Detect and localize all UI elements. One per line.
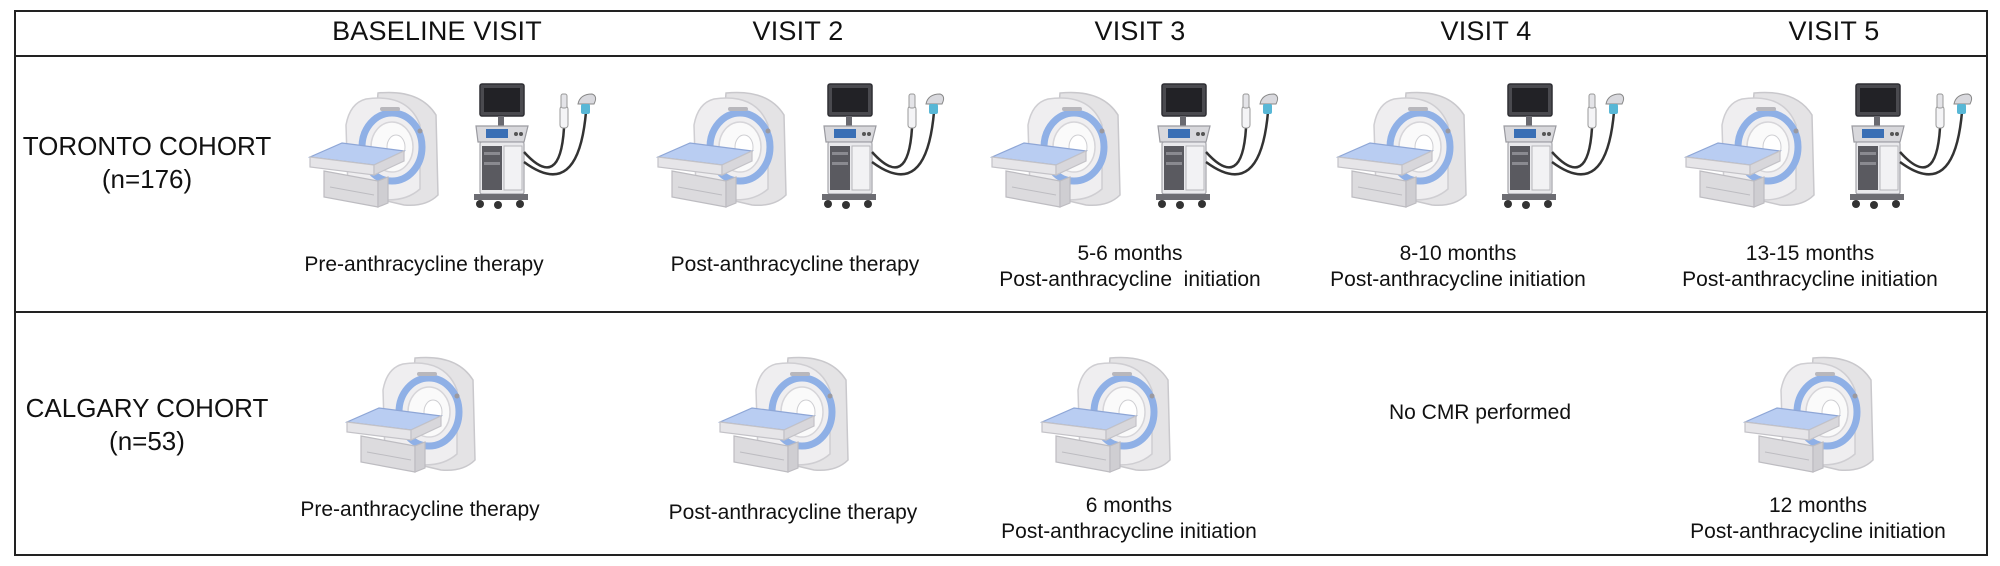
echocardiography-machine-icon xyxy=(468,82,598,217)
visit-caption: 12 months Post-anthracycline initiation xyxy=(1628,493,2000,545)
caption-timing: 8-10 months xyxy=(1399,242,1517,265)
caption-detail: Post-anthracycline initiation xyxy=(1682,268,1938,291)
visit-caption: 13-15 months Post-anthracycline initiati… xyxy=(1620,241,2000,293)
caption-detail: Post-anthracycline initiation xyxy=(1330,268,1586,291)
visit-header-5: VISIT 5 xyxy=(1788,16,1880,46)
caption-timing: 6 months xyxy=(1085,494,1173,517)
visit-caption: 6 months Post-anthracycline initiation xyxy=(939,493,1319,545)
cmr-scanner-icon xyxy=(1040,350,1190,480)
visit-header-3: VISIT 3 xyxy=(1094,16,1186,46)
visit-caption: 8-10 months Post-anthracycline initiatio… xyxy=(1268,241,1648,293)
cohort-size: (n=53) xyxy=(109,426,185,456)
echocardiography-machine-icon xyxy=(1496,82,1626,217)
cohort-label-calgary: CALGARY COHORT (n=53) xyxy=(16,392,278,458)
visit-header-2: VISIT 2 xyxy=(752,16,844,46)
echocardiography-machine-icon xyxy=(1844,82,1974,217)
cmr-scanner-icon xyxy=(1684,85,1834,215)
cohort-size: (n=176) xyxy=(101,164,193,194)
caption-detail: Post-anthracycline initiation xyxy=(999,268,1261,291)
visit-header-4: VISIT 4 xyxy=(1440,16,1532,46)
cohort-name: TORONTO COHORT xyxy=(22,131,272,161)
cohort-label-toronto: TORONTO COHORT (n=176) xyxy=(16,130,278,196)
cmr-scanner-icon xyxy=(345,350,495,480)
visit-caption: Post-anthracycline therapy xyxy=(668,501,918,524)
visit-header-1: BASELINE VISIT xyxy=(332,16,542,46)
caption-timing: 12 months xyxy=(1768,494,1868,517)
cmr-scanner-icon xyxy=(990,85,1140,215)
cmr-scanner-icon xyxy=(308,85,458,215)
visit-caption: Post-anthracycline therapy xyxy=(670,253,920,276)
study-timeline-frame xyxy=(14,10,1988,556)
cmr-scanner-icon xyxy=(1336,85,1486,215)
visit-caption: Pre-anthracycline therapy xyxy=(304,253,544,276)
no-cmr-note: No CMR performed xyxy=(1388,401,1572,424)
caption-timing: 13-15 months xyxy=(1745,242,1875,265)
cmr-scanner-icon xyxy=(718,350,868,480)
echocardiography-machine-icon xyxy=(816,82,946,217)
cohort-divider xyxy=(14,311,1988,313)
visit-caption: 5-6 months Post-anthracycline initiation xyxy=(940,241,1320,293)
caption-detail: Post-anthracycline initiation xyxy=(1001,520,1257,543)
header-divider xyxy=(14,55,1988,57)
visit-caption: Pre-anthracycline therapy xyxy=(300,498,540,521)
cmr-scanner-icon xyxy=(656,85,806,215)
caption-detail: Post-anthracycline initiation xyxy=(1690,520,1946,543)
cmr-scanner-icon xyxy=(1743,350,1893,480)
caption-timing: 5-6 months xyxy=(1077,242,1183,265)
echocardiography-machine-icon xyxy=(1150,82,1280,217)
cohort-name: CALGARY COHORT xyxy=(25,393,269,423)
